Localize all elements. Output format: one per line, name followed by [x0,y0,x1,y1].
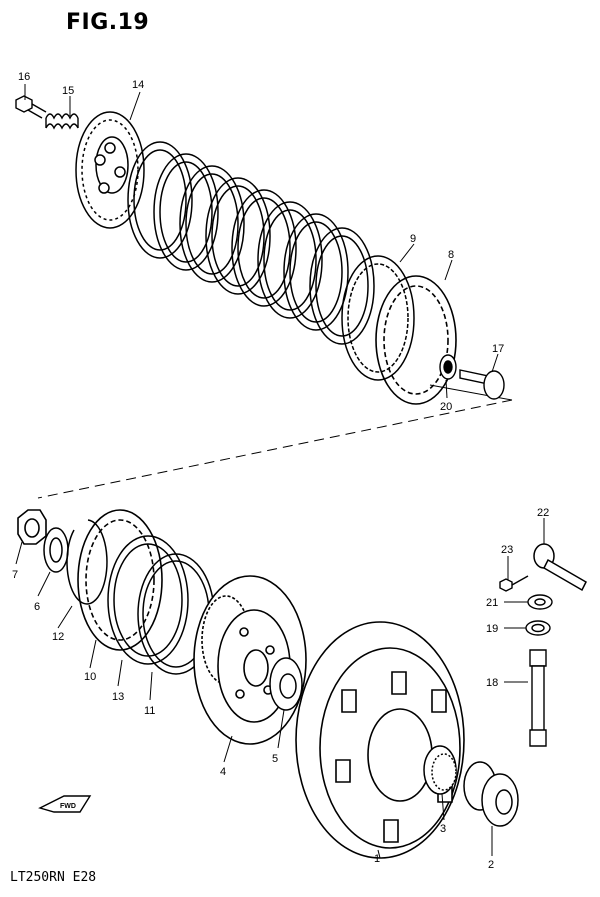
release-shaft-18 [530,650,546,746]
plate-13 [108,536,188,664]
callout-18: 18 [486,677,498,689]
bolt-16 [16,96,46,118]
oil-seal-19 [526,621,550,635]
plate-8 [376,276,456,404]
model-code: LT250RN E28 [10,870,97,885]
callout-10: 10 [84,671,96,683]
plate-10 [78,510,162,650]
pressure-plate-14 [76,112,144,228]
spring-15 [46,114,78,128]
plate-9 [342,256,414,380]
washer-6 [44,528,68,572]
release-arm-22 [534,544,586,590]
callout-16: 16 [18,71,30,83]
forward-arrow-icon: FWD [40,796,90,812]
callout-4: 4 [220,766,226,778]
leader-lines [16,84,544,858]
callout-13: 13 [112,691,124,703]
callout-14: 14 [132,79,144,91]
nut-7 [18,510,46,544]
clutch-plate-stack [128,142,374,344]
callout-17: 17 [492,343,504,355]
clutch-housing-1 [296,622,464,858]
callout-20: 20 [440,401,452,413]
washer-21 [528,595,552,609]
fwd-label: FWD [60,803,76,810]
washer-5 [270,658,302,710]
callout-2: 2 [488,859,494,871]
callout-12: 12 [52,631,64,643]
callout-8: 8 [448,249,454,261]
callout-23: 23 [501,544,513,556]
callout-9: 9 [410,233,416,245]
spacer-3 [424,746,456,794]
figure-title: FIG.19 [66,10,150,35]
callout-19: 19 [486,623,498,635]
bearing-20 [440,355,456,379]
callout-6: 6 [34,601,40,613]
bolt-23 [500,576,528,591]
circlip-12 [67,520,107,604]
callout-7: 7 [12,569,18,581]
callout-1: 1 [374,853,380,865]
bushing-2 [464,762,518,826]
callout-22: 22 [537,507,549,519]
callout-3: 3 [440,823,446,835]
callout-15: 15 [62,85,74,97]
callout-5: 5 [272,753,278,765]
push-piece-17 [460,370,504,399]
callout-21: 21 [486,597,498,609]
callout-11: 11 [144,705,155,717]
